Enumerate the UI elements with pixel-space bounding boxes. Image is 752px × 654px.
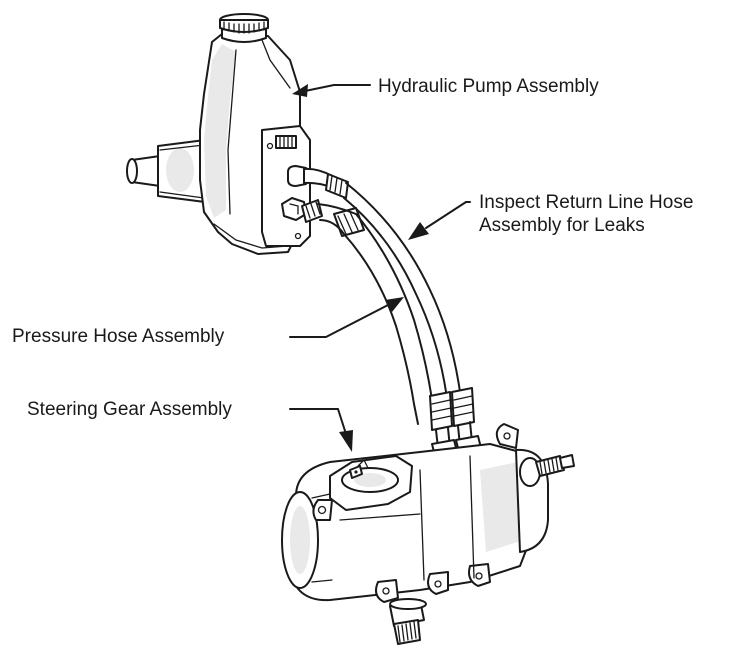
label-return-line: Inspect Return Line Hose Assembly for Le…	[479, 191, 693, 237]
steering-gear-illustration	[281, 423, 575, 645]
label-steering-gear: Steering Gear Assembly	[27, 399, 232, 420]
arrowhead-pump	[292, 84, 308, 97]
hydraulic-pump-illustration	[126, 13, 311, 255]
leader-pressure	[289, 304, 389, 338]
arrowhead-gear	[339, 430, 353, 452]
arrowhead-pressure	[385, 297, 404, 312]
leader-lines	[289, 84, 471, 452]
leader-pump	[304, 84, 371, 92]
label-hydraulic-pump: Hydraulic Pump Assembly	[378, 76, 599, 97]
label-pressure-hose: Pressure Hose Assembly	[12, 326, 225, 347]
label-return-line-1: Inspect Return Line Hose	[479, 192, 694, 213]
leader-return	[425, 201, 471, 229]
arrowhead-return	[408, 222, 429, 240]
label-return-line-2: Assembly for Leaks	[479, 215, 645, 236]
leader-gear	[289, 408, 347, 435]
hoses-illustration	[301, 167, 483, 461]
